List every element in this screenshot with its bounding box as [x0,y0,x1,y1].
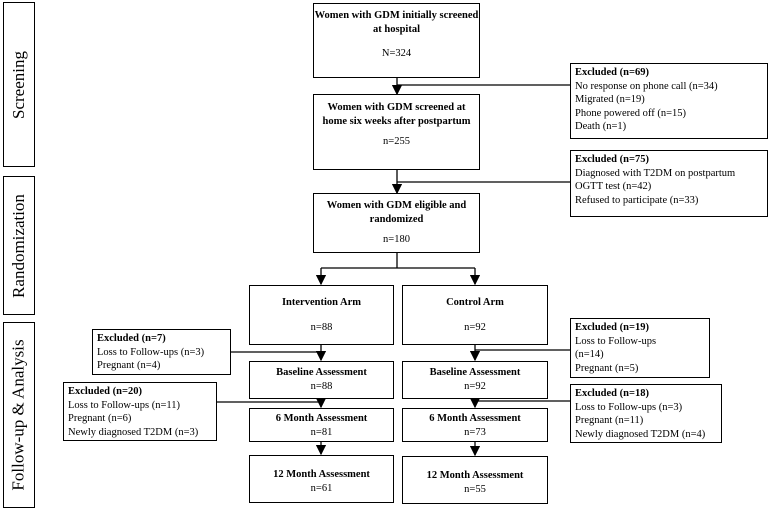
stage-randomization: Randomization [3,176,35,315]
exclusion-69-reason: Migrated (n=19) [575,94,645,105]
exclusion-box-75: Excluded (n=75) Diagnosed with T2DM on p… [570,150,768,217]
exclusion-18-reason: Loss to Follow-ups (n=3) [575,401,683,413]
box-int-12m-count: n=61 [310,483,333,494]
exclusion-7-head: Excluded (n=7) [97,333,166,344]
stage-screening: Screening [3,2,35,167]
exclusion-18-head: Excluded (n=18) [575,388,649,399]
box-intervention-baseline: Baseline Assessment n=88 [249,361,394,399]
box-intervention-title: Intervention Arm [281,297,362,308]
exclusion-7-reason: Pregnant (n=4) [97,360,161,371]
exclusion-75-reason: OGTT test (n=42) [575,181,652,192]
exclusion-75-reason: Refused to participate (n=33) [575,194,699,206]
exclusion-75-head: Excluded (n=75) [575,154,649,165]
box-int-12m-title: 12 Month Assessment [273,469,370,480]
box-home-title: Women with GDM screened at home six week… [322,102,471,127]
box-int-baseline-title: Baseline Assessment [276,367,367,378]
exclusion-20-head: Excluded (n=20) [68,386,142,397]
box-randomized-title: Women with GDM eligible and randomized [326,200,467,225]
box-home-screening: Women with GDM screened at home six week… [313,94,480,170]
exclusion-69-reason: No response on phone call (n=34) [575,80,718,92]
box-initial-screening: Women with GDM initially screened at hos… [313,3,480,78]
box-int-6m-title: 6 Month Assessment [275,413,368,424]
box-ctl-12m-count: n=55 [464,484,486,495]
exclusion-19-reason: Pregnant (n=5) [575,362,639,374]
box-ctl-6m-count: n=73 [464,427,486,438]
box-intervention-count: n=88 [310,322,333,333]
exclusion-20-reason: Loss to Follow-ups (n=11) [68,399,180,411]
box-randomized-count: n=180 [383,234,410,245]
box-ctl-12m-title: 12 Month Assessment [426,470,524,481]
box-ctl-baseline-count: n=92 [464,381,486,392]
box-ctl-6m-title: 6 Month Assessment [429,413,521,424]
stage-randomization-label: Randomization [9,193,28,298]
exclusion-box-18: Excluded (n=18) Loss to Follow-ups (n=3)… [570,384,722,443]
box-control-arm: Control Arm n=92 [402,285,548,345]
exclusion-75-reason: Diagnosed with T2DM on postpartum [575,167,736,179]
exclusion-19-reason: Loss to Follow-ups [575,335,657,347]
exclusion-20-reason: Newly diagnosed T2DM (n=3) [68,426,199,438]
box-control-baseline: Baseline Assessment n=92 [402,361,548,399]
exclusion-69-reason: Death (n=1) [575,121,627,132]
box-ctl-baseline-title: Baseline Assessment [429,367,521,378]
stage-screening-label: Screening [9,50,29,119]
box-home-count: n=255 [383,136,410,147]
box-intervention-12m: 12 Month Assessment n=61 [249,455,394,503]
exclusion-18-reason: Pregnant (n=11) [575,415,644,426]
box-int-6m-count: n=81 [310,427,333,438]
stage-followup: Follow-up & Analysis [3,322,35,508]
exclusion-69-head: Excluded (n=69) [575,67,649,78]
exclusion-19-head: Excluded (n=19) [575,322,649,333]
stage-followup-label: Follow-up & Analysis [9,339,28,491]
exclusion-19-reason: (n=14) [575,349,604,360]
exclusion-box-19: Excluded (n=19) Loss to Follow-ups (n=14… [570,318,710,378]
exclusion-20-reason: Pregnant (n=6) [68,413,132,424]
exclusion-box-7: Excluded (n=7) Loss to Follow-ups (n=3) … [92,329,231,375]
box-control-6m: 6 Month Assessment n=73 [402,408,548,442]
exclusion-7-reason: Loss to Follow-ups (n=3) [97,346,205,358]
box-control-title: Control Arm [446,297,504,308]
exclusion-box-69: Excluded (n=69) No response on phone cal… [570,63,768,139]
box-control-12m: 12 Month Assessment n=55 [402,456,548,504]
exclusion-69-reason: Phone powered off (n=15) [575,107,686,119]
box-intervention-6m: 6 Month Assessment n=81 [249,408,394,442]
box-intervention-arm: Intervention Arm n=88 [249,285,394,345]
box-randomized: Women with GDM eligible and randomized n… [313,193,480,253]
box-initial-count: N=324 [381,48,412,59]
exclusion-box-20: Excluded (n=20) Loss to Follow-ups (n=11… [63,382,217,441]
box-initial-title: Women with GDM initially screened at hos… [314,10,479,35]
box-control-count: n=92 [464,322,486,333]
box-int-baseline-count: n=88 [310,381,333,392]
exclusion-18-reason: Newly diagnosed T2DM (n=4) [575,428,706,440]
